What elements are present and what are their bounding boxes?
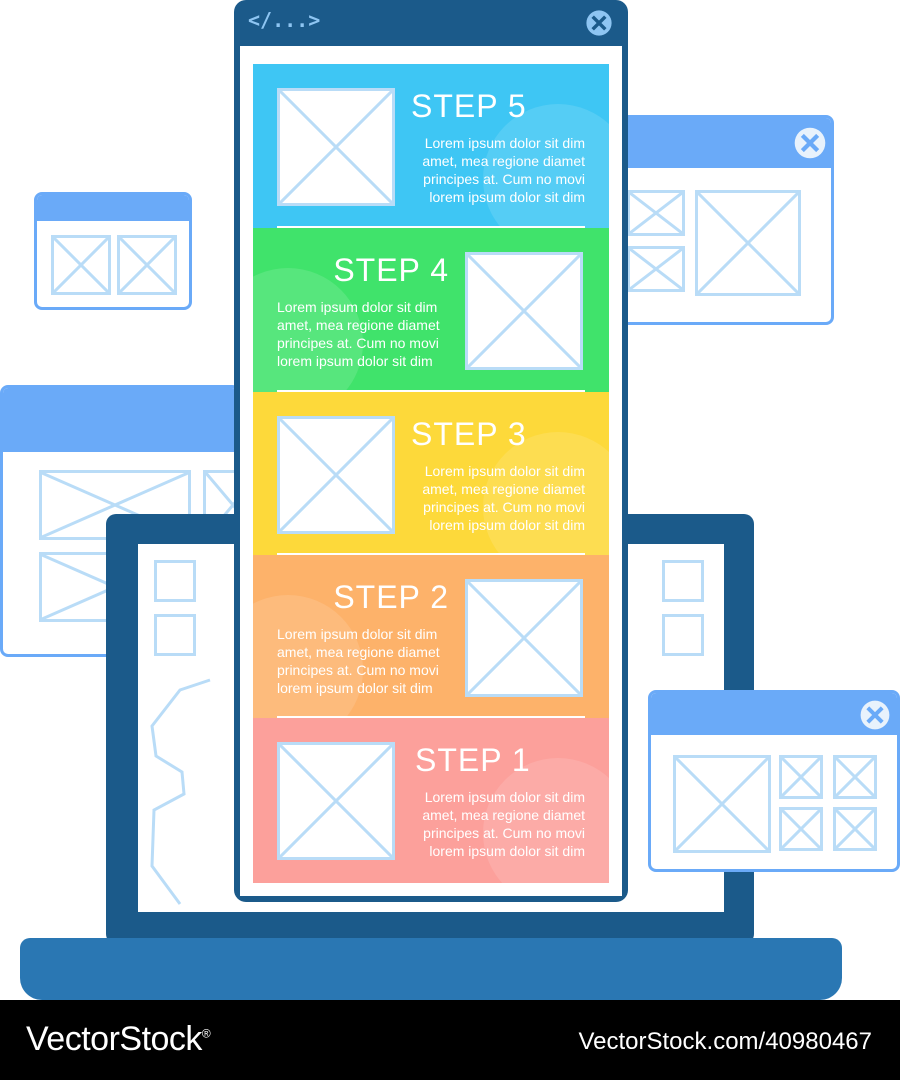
step-panel: STEP 1 Lorem ipsum dolor sit dim amet, me…	[253, 718, 609, 883]
step-description: Lorem ipsum dolor sit dim amet, mea regi…	[277, 299, 440, 369]
brand-logo: VectorStock®	[26, 1020, 211, 1059]
step-description: Lorem ipsum dolor sit dim amet, mea regi…	[277, 626, 440, 696]
gear-outline-icon	[150, 678, 211, 905]
code-brackets-icon: </...>	[248, 8, 321, 32]
laptop-base	[20, 938, 842, 1000]
window-right-bottom	[648, 690, 900, 872]
brand-name: VectorStock	[26, 1020, 202, 1058]
footer-bar	[0, 1000, 900, 1080]
step-divider	[277, 226, 585, 229]
step-description: Lorem ipsum dolor sit dim amet, mea regi…	[422, 463, 585, 533]
image-placeholder-icon	[51, 235, 111, 295]
image-placeholder-icon	[465, 579, 583, 697]
registered-mark: ®	[201, 1026, 211, 1041]
image-placeholder-icon	[695, 190, 801, 296]
image-placeholder-icon	[277, 742, 395, 860]
step-panel: STEP 4 Lorem ipsum dolor sit dim amet, me…	[253, 228, 609, 392]
step-title: STEP 1	[415, 742, 531, 778]
step-panel: STEP 5 Lorem ipsum dolor sit dim amet, me…	[253, 64, 609, 228]
step-title: STEP 2	[333, 579, 449, 615]
image-placeholder-icon	[277, 88, 395, 206]
image-placeholder-icon	[673, 755, 771, 853]
window-left-small	[34, 192, 192, 310]
step-panel: STEP 3 Lorem ipsum dolor sit dim amet, me…	[253, 392, 609, 556]
image-placeholder-icon	[117, 235, 177, 295]
step-title: STEP 5	[411, 88, 527, 124]
image-placeholder-icon	[662, 560, 704, 602]
image-placeholder-icon	[779, 807, 823, 851]
window-right-top	[600, 115, 834, 325]
image-placeholder-icon	[465, 252, 583, 370]
step-divider	[277, 553, 585, 556]
image-placeholder-icon	[833, 755, 877, 799]
close-icon	[860, 700, 890, 730]
step-panel: STEP 2 Lorem ipsum dolor sit dim amet, me…	[253, 555, 609, 719]
image-credit: VectorStock.com/40980467	[578, 1028, 872, 1055]
close-icon	[794, 127, 826, 159]
image-placeholder-icon	[627, 190, 685, 236]
step-description: Lorem ipsum dolor sit dim amet, mea regi…	[422, 789, 585, 859]
image-placeholder-icon	[277, 416, 395, 534]
image-placeholder-icon	[662, 614, 704, 656]
image-placeholder-icon	[779, 755, 823, 799]
close-icon	[586, 10, 612, 36]
step-title: STEP 3	[411, 416, 527, 452]
image-placeholder-icon	[154, 614, 196, 656]
step-description: Lorem ipsum dolor sit dim amet, mea regi…	[422, 135, 585, 205]
image-placeholder-icon	[627, 246, 685, 292]
step-title: STEP 4	[333, 252, 449, 288]
step-divider	[277, 716, 585, 719]
image-placeholder-icon	[833, 807, 877, 851]
image-placeholder-icon	[154, 560, 196, 602]
step-divider	[277, 390, 585, 393]
